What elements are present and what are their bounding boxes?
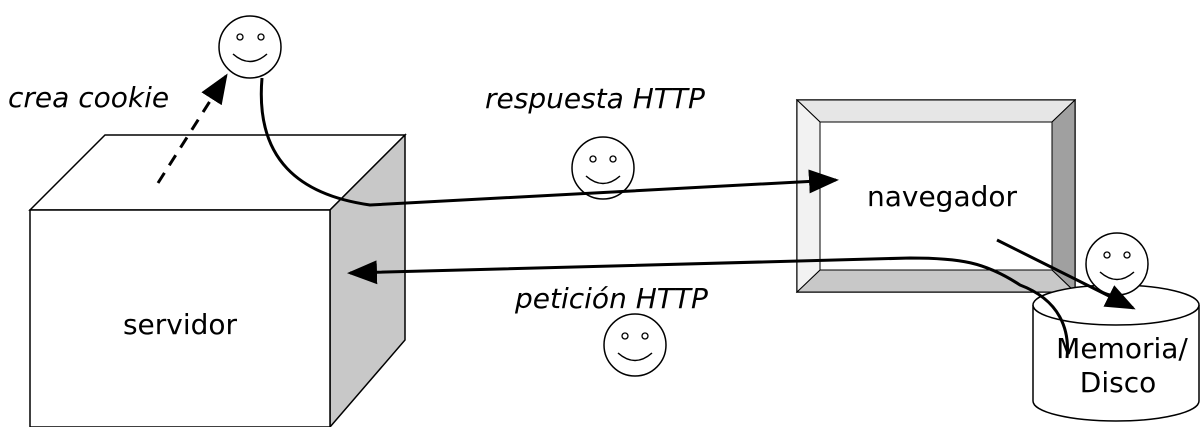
cylinder-body (1032, 305, 1200, 422)
browser-bevel-right (1051, 98, 1076, 294)
server-label: servidor (123, 308, 238, 341)
request-arrow (347, 256, 1069, 359)
response-label: respuesta HTTP (485, 82, 705, 115)
create-cookie-label: crea cookie (8, 81, 169, 114)
create-cookie-arrow (156, 73, 228, 184)
request-label: petición HTTP (514, 282, 708, 315)
storage-label-line1: Memoria/ (1056, 332, 1188, 365)
response-arrow (259, 77, 839, 207)
smiley-response (571, 136, 635, 200)
browser-screen (819, 121, 1053, 271)
smiley-request (603, 313, 667, 377)
store-cookie-arrow (996, 238, 1136, 310)
browser-bevel-top (795, 99, 1077, 123)
browser-bevel-left (796, 98, 821, 294)
smiley-stored (1085, 232, 1149, 296)
browser-bevel-bottom (795, 269, 1077, 293)
browser-monitor: navegador (795, 98, 1077, 294)
storage-label-line2: Disco (1080, 366, 1156, 399)
smiley-cookie-created (218, 15, 282, 79)
server-cube: servidor (28, 133, 407, 430)
browser-label: navegador (867, 180, 1018, 213)
storage-cylinder: Memoria/ Disco (1032, 284, 1200, 422)
